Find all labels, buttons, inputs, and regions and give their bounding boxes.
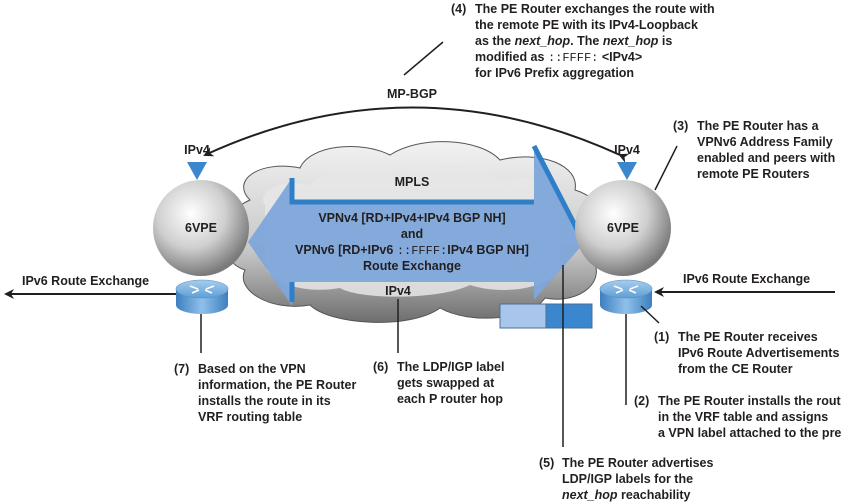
step4-line: for IPv6 Prefix aggregation <box>475 66 634 80</box>
step4-text: . The <box>570 34 603 48</box>
step3-leader <box>654 145 678 191</box>
arrow-line-4: Route Exchange <box>363 259 461 273</box>
label-stack <box>499 303 593 329</box>
step7-line: Based on the VPN <box>198 362 306 376</box>
right-pe: IPv4 6VPE IPv6 Route Exchange <box>575 143 835 405</box>
step3-line: VPNv6 Address Family <box>697 135 833 149</box>
step7-line: information, the PE Router <box>198 378 356 392</box>
annotation-step5: (5) The PE Router advertises LDP/IGP lab… <box>539 456 713 502</box>
arrow-top-edge <box>289 178 534 205</box>
left-ipv4-label: IPv4 <box>184 143 210 157</box>
step5-line: next_hop reachability <box>562 488 691 502</box>
right-ipv4-label: IPv4 <box>614 143 640 157</box>
annotation-step3: (3) The PE Router has a VPNv6 Address Fa… <box>673 119 835 181</box>
step4-text: as the <box>475 34 515 48</box>
step1-line: from the CE Router <box>678 362 793 376</box>
step4-text: is <box>658 34 672 48</box>
step1-line: IPv6 Route Advertisements <box>678 346 839 360</box>
step4-number: (4) <box>451 2 466 16</box>
step5-italic: next_hop <box>562 488 618 502</box>
step3-number: (3) <box>673 119 688 133</box>
left-ipv4-triangle <box>187 162 207 180</box>
step1-line: The PE Router receives <box>678 330 818 344</box>
step6-line: gets swapped at <box>397 376 495 390</box>
step4-line: modified as ::FFFF: <IPv4> <box>475 50 642 65</box>
step4-mono: ::FFFF: <box>548 51 598 65</box>
step1-leader <box>640 305 660 324</box>
step2-number: (2) <box>634 394 649 408</box>
arrow-line-3-b: IPv4 BGP NH] <box>447 243 529 257</box>
step6-line: each P router hop <box>397 392 503 406</box>
arrow-line-3-mono: ::FFFF: <box>397 244 447 258</box>
step3-line: The PE Router has a <box>697 119 820 133</box>
step5-number: (5) <box>539 456 554 470</box>
step6-number: (6) <box>373 360 388 374</box>
step4-text: modified as <box>475 50 548 64</box>
step5-text: reachability <box>618 488 691 502</box>
step3-line: remote PE Routers <box>697 167 810 181</box>
mp-bgp-arc <box>203 106 630 163</box>
arrow-line-3: VPNv6 [RD+IPv6 ::FFFF:IPv4 BGP NH] <box>295 243 529 258</box>
step4-line: as the next_hop. The next_hop is <box>475 34 672 48</box>
step5-line: LDP/IGP labels for the <box>562 472 693 486</box>
step2-line: The PE Router installs the route <box>658 394 841 408</box>
step3-line: enabled and peers with <box>697 151 835 165</box>
left-6vpe-label: 6VPE <box>185 221 217 235</box>
right-exchange-label: IPv6 Route Exchange <box>683 272 810 286</box>
left-pe: IPv4 6VPE IPv6 Route Exchange <box>4 143 249 353</box>
step7-line: VRF routing table <box>198 410 302 424</box>
vpn-label-box <box>499 303 547 329</box>
annotation-step1: (1) The PE Router receives IPv6 Route Ad… <box>654 330 839 376</box>
arrow-line-3-a: VPNv6 [RD+IPv6 <box>295 243 397 257</box>
step4-line: the remote PE with its IPv4-Loopback <box>475 18 698 32</box>
annotation-step6: (6) The LDP/IGP label gets swapped at ea… <box>373 360 504 406</box>
step2-line: a VPN label attached to the prefix <box>658 426 841 440</box>
arrow-line-1: VPNv4 [RD+IPv4+IPv4 BGP NH] <box>318 211 505 225</box>
step7-number: (7) <box>174 362 189 376</box>
right-router-icon <box>599 279 653 314</box>
right-ipv4-triangle <box>617 162 637 180</box>
mpls-label: MPLS <box>395 175 430 189</box>
step4-leader <box>403 41 444 76</box>
step2-line: in the VRF table and assigns <box>658 410 828 424</box>
cloud-ipv4-label: IPv4 <box>385 284 411 298</box>
left-exchange-label: IPv6 Route Exchange <box>22 274 149 288</box>
ldp-label-box <box>545 303 593 329</box>
step6-line: The LDP/IGP label <box>397 360 504 374</box>
left-6vpe-sphere <box>153 180 249 276</box>
step7-line: installs the route in its <box>198 394 331 408</box>
step4-text: <IPv4> <box>598 50 642 64</box>
right-6vpe-label: 6VPE <box>607 221 639 235</box>
mp-bgp-label: MP-BGP <box>387 87 437 101</box>
right-6vpe-sphere <box>575 180 671 276</box>
step4-italic: next_hop <box>515 34 571 48</box>
annotation-step7: (7) Based on the VPN information, the PE… <box>174 362 356 424</box>
annotation-step4: (4) The PE Router exchanges the route wi… <box>451 2 715 80</box>
annotation-step2: (2) The PE Router installs the route in … <box>634 394 841 440</box>
step1-number: (1) <box>654 330 669 344</box>
left-router-icon <box>175 279 229 314</box>
step4-line: The PE Router exchanges the route with <box>475 2 715 16</box>
step4-italic: next_hop <box>603 34 659 48</box>
step5-line: The PE Router advertises <box>562 456 713 470</box>
arrow-line-2: and <box>401 227 423 241</box>
